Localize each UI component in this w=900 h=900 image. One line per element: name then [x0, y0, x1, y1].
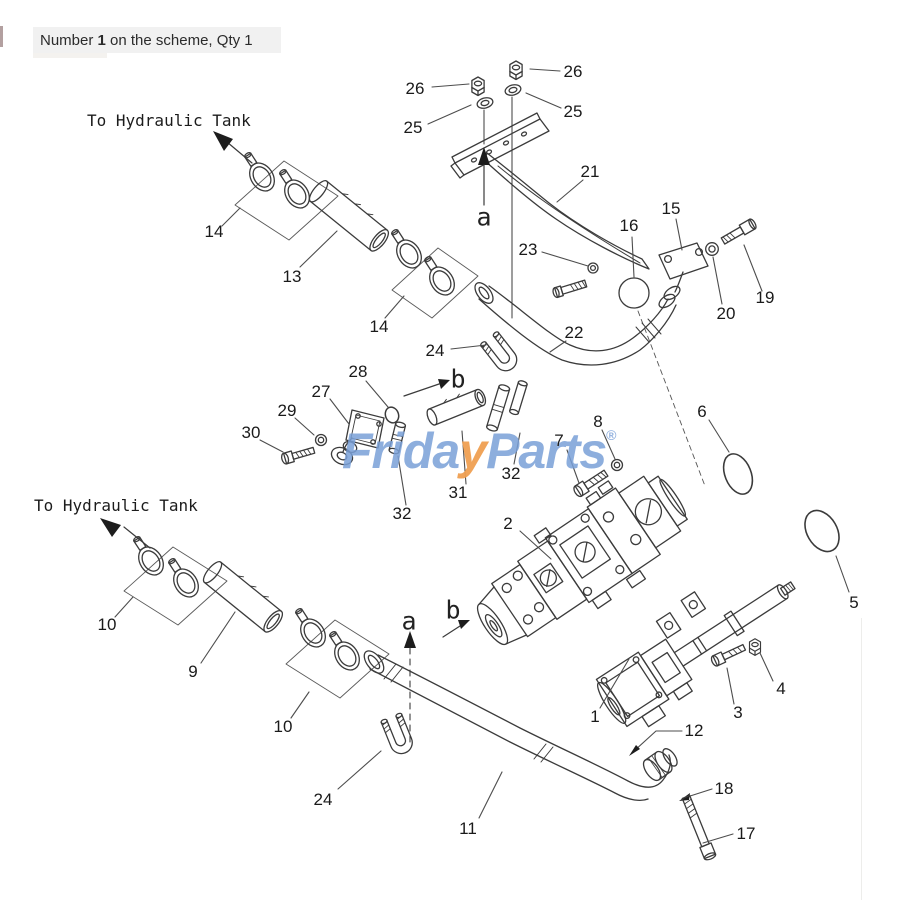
header-prefix: Number — [40, 31, 98, 49]
watermark: FridayParts® — [342, 422, 617, 480]
clamp-pair-14-upper — [221, 146, 339, 241]
pipe-11 — [363, 650, 671, 819]
tank-arrow-top-icon — [213, 131, 253, 164]
valve-unit-1 — [595, 581, 796, 756]
registered-mark-icon: ® — [606, 427, 616, 443]
pump-assembly-2 — [476, 475, 688, 646]
fitting-32-right — [486, 380, 528, 465]
arrow-b-top-icon — [403, 379, 450, 397]
hose-9 — [200, 561, 284, 664]
plug-16 — [618, 236, 706, 487]
tank-label-left: To Hydraulic Tank — [34, 496, 198, 515]
washer-8 — [601, 429, 624, 472]
washer-20 — [705, 242, 723, 305]
clamp-pair-10-upper — [114, 530, 228, 626]
bolt-7 — [566, 449, 609, 498]
u-bolt-24-upper — [450, 330, 522, 376]
watermark-text-parts: Parts — [486, 423, 607, 479]
o-ring-5 — [804, 509, 850, 593]
valve-27 — [329, 398, 385, 466]
arrow-b-bottom-icon — [442, 620, 470, 638]
tank-arrow-left-icon — [100, 518, 151, 549]
header-tail — [33, 53, 107, 58]
elbow-flange-15 — [658, 218, 709, 309]
mounting-bracket-assembly — [427, 60, 650, 319]
clamp-pair-14-lower — [383, 223, 479, 319]
nut-4 — [748, 638, 774, 682]
bolt-17 — [681, 794, 734, 861]
bolt-30 — [259, 439, 316, 465]
flange-18 — [642, 748, 713, 801]
hose-13 — [299, 180, 390, 268]
arrow-a-top-icon — [478, 147, 490, 206]
page-edge-mark — [0, 26, 3, 47]
fitting-32-left — [388, 421, 407, 506]
o-ring-6 — [708, 419, 754, 495]
pipe-22 — [474, 282, 677, 366]
bolt-3 — [710, 643, 747, 705]
arrow-a-bottom-icon — [404, 631, 416, 745]
header-bar: Number 1 on the scheme, Qty 1 — [33, 27, 281, 53]
tank-label-top: To Hydraulic Tank — [87, 111, 251, 130]
hose-31 — [426, 388, 487, 485]
watermark-text-frida: Frida — [342, 423, 460, 479]
bolt-23 — [541, 251, 599, 299]
clamp-pair-10-lower — [285, 602, 390, 719]
u-bolt-24-lower — [337, 711, 417, 790]
watermark-swoosh-y: y — [459, 423, 487, 479]
right-edge-artifact — [861, 618, 862, 900]
header-suffix: on the scheme, Qty 1 — [105, 31, 253, 49]
o-ring-28 — [365, 380, 400, 424]
bolt-19 — [720, 218, 763, 292]
washer-29 — [294, 417, 328, 447]
header-part-number: 1 — [97, 31, 106, 49]
